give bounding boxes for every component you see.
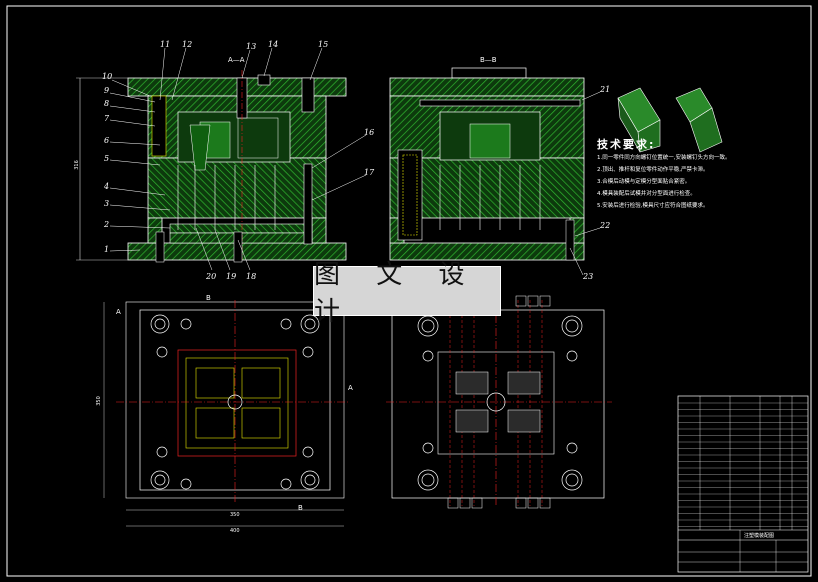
part-number: 1 [104, 245, 110, 254]
part-number: 6 [104, 136, 110, 145]
part-number: 21 [600, 85, 611, 94]
plan-view-fixed-half [103, 300, 350, 527]
part-number: 10 [102, 72, 113, 81]
requirement-line: 3.合模后动模与定模分型面贴合紧密。 [597, 179, 691, 185]
part-number: 13 [246, 42, 257, 51]
part-isometric-view [617, 87, 723, 153]
view-marker-b-bottom: B [298, 504, 303, 512]
part-number: 7 [104, 114, 110, 123]
part-number: 17 [364, 168, 375, 177]
requirement-line: 4.模具装配后试模并对分型面进行检查。 [597, 191, 696, 197]
part-number: 15 [318, 40, 329, 49]
dimension-width-inner: 350 [230, 512, 240, 518]
part-number: 18 [246, 272, 257, 281]
part-number: 12 [182, 40, 193, 49]
part-number: 14 [268, 40, 279, 49]
part-number: 5 [104, 154, 110, 163]
part-number: 16 [364, 128, 375, 137]
technical-requirements: 技术要求: 1.同一零件同方向螺钉位置统一,安装螺钉头方向一致。 2.顶出、推杆… [597, 136, 731, 212]
part-number: 22 [600, 221, 611, 230]
part-number: 2 [104, 220, 110, 229]
dimension-plan-height: 350 [95, 396, 102, 406]
part-number: 9 [104, 86, 110, 95]
watermark-banner: 图 文 设 计 [313, 260, 501, 327]
part-number: 20 [206, 272, 217, 281]
view-marker-a-left: A [116, 308, 121, 316]
title-block-drawing-name: 注塑模装配图 [744, 533, 775, 539]
section-view-a-a [76, 47, 367, 271]
dimension-width-outer: 400 [230, 528, 240, 534]
technical-requirements-title: 技术要求: [597, 138, 656, 151]
part-number: 11 [160, 40, 171, 49]
part-number: 19 [226, 272, 237, 281]
view-marker-b-top: B [206, 294, 211, 302]
requirement-line: 2.顶出、推杆和复位零件动作平稳,严禁卡滞。 [597, 167, 709, 173]
section-view-b-b [389, 67, 601, 276]
dimension-overall-height: 316 [73, 160, 80, 170]
requirement-line: 1.同一零件同方向螺钉位置统一,安装螺钉头方向一致。 [597, 155, 731, 161]
part-number: 3 [104, 199, 110, 208]
part-number: 23 [583, 272, 594, 281]
bill-of-materials [677, 395, 809, 573]
section-label-b-b: B—B [480, 56, 497, 64]
requirement-line: 5.安装后进行检验,模具尺寸应符合图纸要求。 [597, 203, 709, 209]
view-marker-a-right: A [348, 384, 353, 392]
section-label-a-a: A—A [228, 56, 245, 64]
part-number: 4 [104, 182, 110, 191]
sheet-border [6, 5, 812, 577]
part-number: 8 [104, 99, 110, 108]
